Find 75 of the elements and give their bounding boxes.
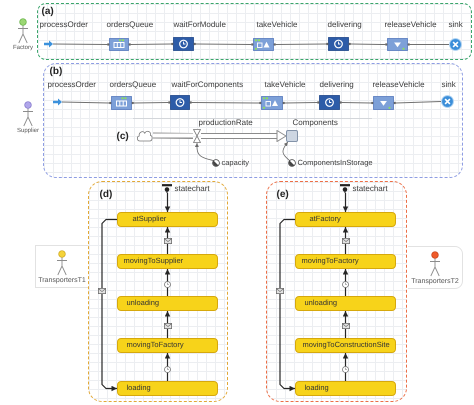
connector-line	[134, 102, 168, 104]
block-label: delivering	[328, 20, 362, 28]
block-label: delivering	[320, 80, 354, 88]
connector-line	[62, 102, 110, 104]
transition-arrow	[164, 193, 170, 212]
connector-line	[410, 44, 450, 45]
link-arrow	[194, 142, 214, 161]
clock-block-icon	[170, 36, 196, 50]
model-panel	[43, 63, 463, 178]
initial-state-icon	[162, 184, 172, 192]
connector-line	[192, 102, 260, 104]
transition-arrow	[342, 311, 348, 338]
initial-state-icon	[340, 184, 350, 192]
connector-line	[52, 44, 108, 45]
flow-pipe	[201, 130, 286, 142]
model-panel	[266, 181, 407, 402]
block-label: waitForModule	[174, 20, 226, 28]
clock-block-icon	[168, 94, 192, 110]
transition-arrow	[101, 218, 117, 392]
panel-label: (a)	[42, 6, 54, 16]
flow-pipe	[152, 132, 194, 139]
valve-icon	[192, 128, 200, 142]
block-label: sink	[448, 20, 463, 28]
link-arrow	[282, 142, 290, 161]
transition-arrow	[342, 353, 348, 381]
block-label: ordersQueue	[106, 20, 154, 28]
transition-arrow	[342, 193, 348, 212]
connector-line	[396, 101, 442, 104]
queue-block-icon	[106, 38, 130, 50]
release-block-icon	[370, 96, 396, 110]
transition-arrow	[164, 353, 170, 381]
sink-icon	[448, 38, 462, 50]
arrow-icon	[44, 40, 52, 48]
queue-block-icon	[108, 96, 134, 110]
cloud-icon	[136, 128, 152, 142]
block-label: waitForComponents	[172, 80, 244, 88]
clock-block-icon	[326, 36, 350, 50]
statechart-label: statechart	[352, 184, 388, 192]
transition-arrow	[279, 218, 295, 392]
statechart-label: statechart	[174, 184, 210, 192]
connector-line	[350, 44, 386, 45]
connector-line	[342, 102, 372, 104]
block-label: sink	[442, 80, 456, 88]
block-label: takeVehicle	[256, 20, 298, 28]
stock-label: Components	[292, 118, 338, 126]
block-label: ordersQueue	[110, 80, 156, 88]
release-block-icon	[384, 38, 410, 50]
model-panel	[88, 181, 228, 402]
seize-block-icon	[250, 38, 276, 50]
block-label: releaseVehicle	[372, 80, 425, 88]
panel-label: (b)	[50, 66, 62, 76]
clock-block-icon	[316, 94, 342, 110]
model-panel	[37, 3, 472, 60]
block-label: processOrder	[48, 80, 96, 88]
panel-label: (e)	[276, 190, 289, 200]
sink-icon	[440, 94, 454, 108]
variable-icon	[288, 158, 296, 166]
panel-label: (c)	[116, 132, 129, 142]
seize-block-icon	[258, 96, 284, 110]
transition-arrow	[164, 227, 170, 254]
connector-line	[196, 44, 252, 45]
stock-icon	[286, 130, 298, 142]
transition-arrow	[342, 227, 348, 254]
connector-line	[276, 44, 326, 45]
block-label: releaseVehicle	[384, 20, 437, 28]
transition-arrow	[164, 311, 170, 338]
actor-frame	[408, 246, 463, 289]
block-label: takeVehicle	[264, 80, 306, 88]
panel-label: (d)	[100, 190, 112, 200]
connector-line	[130, 44, 172, 45]
connector-line	[284, 102, 318, 104]
arrow-icon	[52, 98, 62, 106]
variable-icon	[212, 158, 220, 166]
block-label: processOrder	[40, 20, 88, 28]
flow-label: productionRate	[198, 118, 253, 126]
